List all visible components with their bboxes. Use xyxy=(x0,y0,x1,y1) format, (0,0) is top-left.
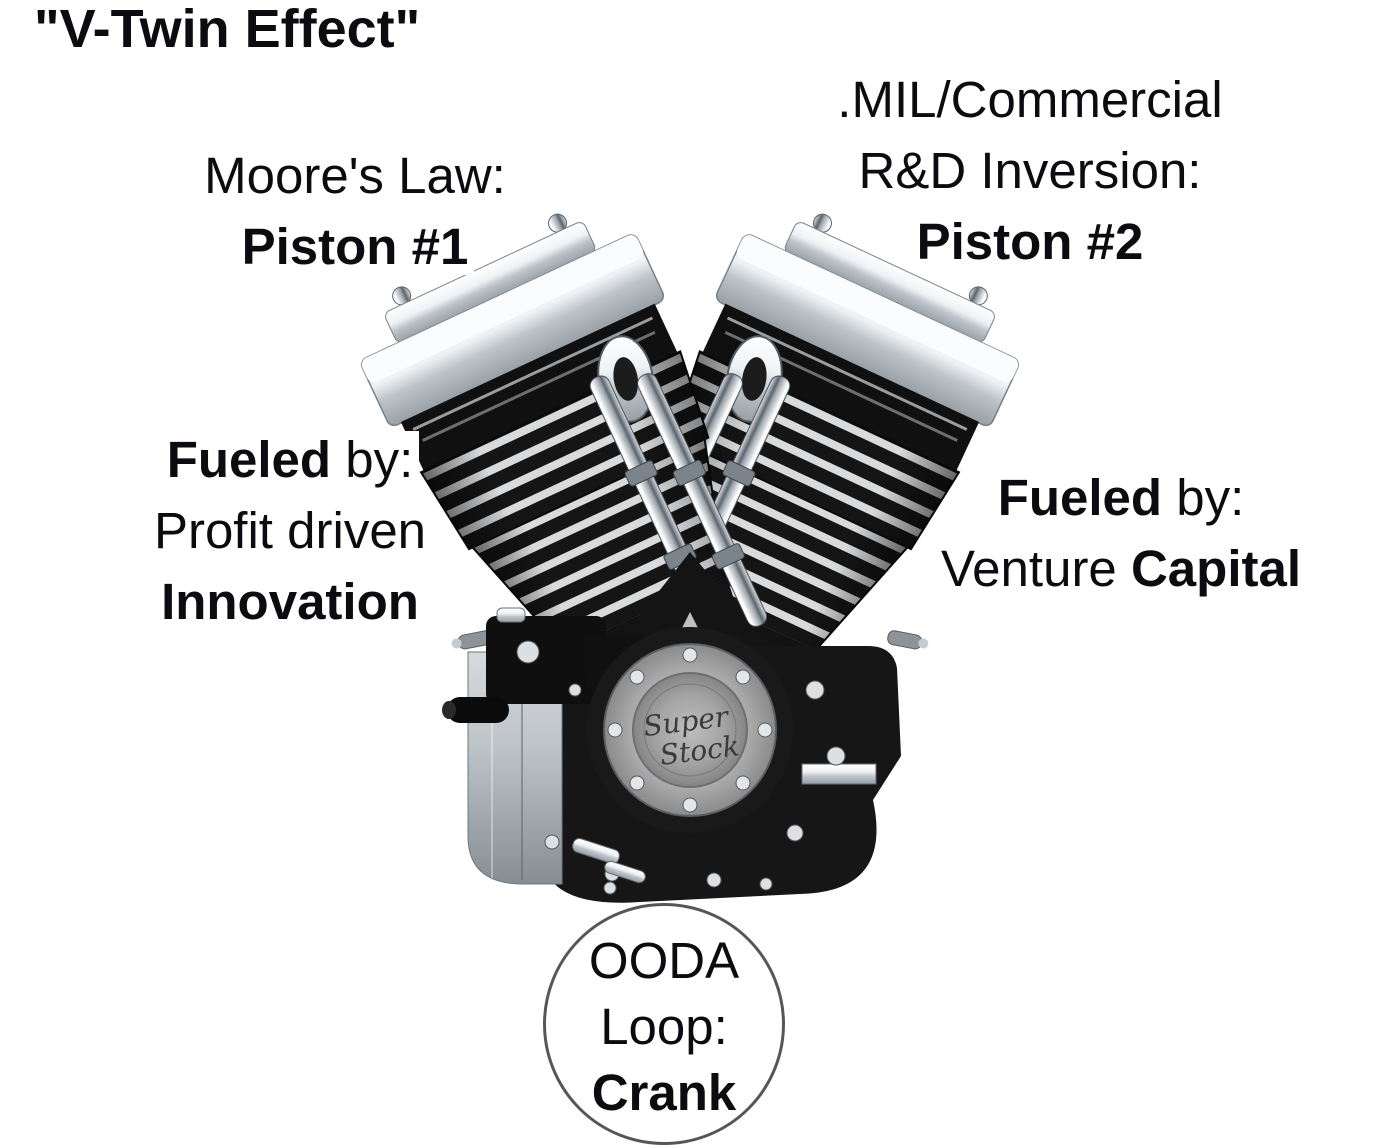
label-piston-2: .MIL/Commercial R&D Inversion: Piston #2 xyxy=(780,64,1280,277)
case-bracket-small xyxy=(604,860,646,884)
crankcase: Super Stock xyxy=(442,552,901,903)
case-bolts xyxy=(544,680,846,895)
ooda-loop-crank-circle: OODA Loop: Crank xyxy=(543,903,785,1145)
cam-cover-inner-ring xyxy=(643,683,737,777)
moores-law-line: Moore's Law: xyxy=(105,140,605,211)
case-bracket-small xyxy=(572,837,620,865)
innovation-line: Innovation xyxy=(40,566,540,637)
mil-commercial-line: .MIL/Commercial xyxy=(780,64,1280,135)
piston-1-line: Piston #1 xyxy=(105,211,605,282)
rd-inversion-line: R&D Inversion: xyxy=(780,135,1280,206)
fueled-by-line: Fueled by: xyxy=(871,462,1371,533)
cam-cover-bolts xyxy=(607,647,773,813)
crank-line: Crank xyxy=(591,1064,737,1121)
cam-cover: Super Stock xyxy=(587,627,793,833)
rocker-cover-highlight xyxy=(361,235,644,382)
diagram-title: "V-Twin Effect" xyxy=(34,0,421,59)
fueled-by-line: Fueled by: xyxy=(40,424,540,495)
tappet-cap xyxy=(496,607,526,623)
sensor-fitting xyxy=(887,630,929,650)
ooda-line: OODA xyxy=(588,932,740,989)
profit-driven-line: Profit driven xyxy=(40,495,540,566)
tappet-block xyxy=(486,616,606,704)
venture-capital-line: Venture Capital xyxy=(871,533,1371,604)
mount-bracket xyxy=(801,763,877,785)
piston-2-line: Piston #2 xyxy=(780,206,1280,277)
oil-fitting xyxy=(442,697,509,723)
label-fueled-right: Fueled by: Venture Capital xyxy=(871,462,1371,604)
cam-cover-disc xyxy=(632,672,748,788)
tappet-bolt xyxy=(516,640,540,664)
loop-line: Loop: xyxy=(600,998,728,1055)
label-fueled-left: Fueled by: Profit driven Innovation xyxy=(40,424,540,637)
label-piston-1: Moore's Law: Piston #1 xyxy=(105,140,605,282)
rocker-cover-highlight xyxy=(736,235,1019,382)
